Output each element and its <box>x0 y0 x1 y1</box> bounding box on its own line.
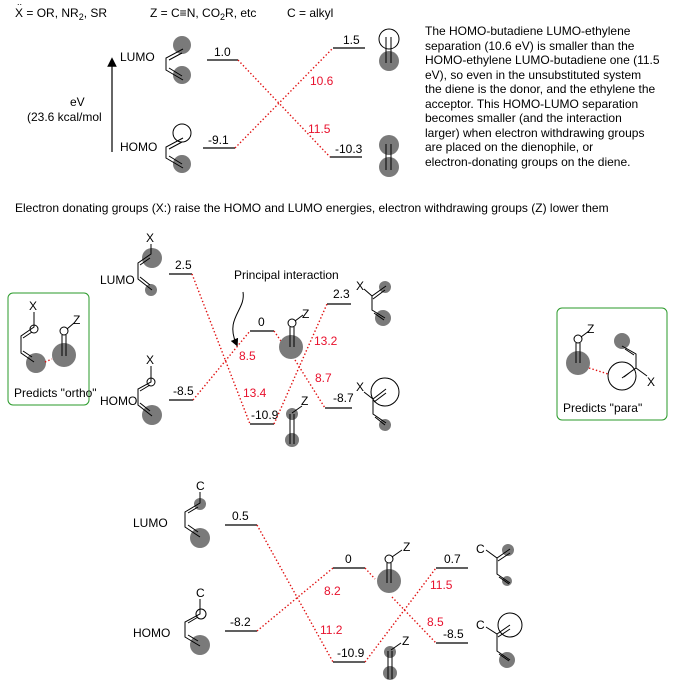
energy-c-diene2-homo: -8.5 <box>443 627 464 641</box>
svg-text:Z: Z <box>301 394 308 408</box>
svg-text:C: C <box>476 618 485 632</box>
svg-text:C: C <box>196 586 205 600</box>
svg-text:Z: Z <box>402 634 409 648</box>
ortho-prediction-label: Predicts "ortho" <box>14 386 97 400</box>
energy-z-alkene-lumo: 0 <box>258 315 265 329</box>
lumo-label: LUMO <box>100 273 135 287</box>
c-diene2-homo-molecule: C <box>476 612 523 668</box>
lumo-label: LUMO <box>120 50 155 64</box>
gap-label: 10.6 <box>310 74 334 88</box>
gap-label: 8.7 <box>315 371 332 385</box>
z-alkene-homo-molecule: Z <box>383 634 409 680</box>
axis-unit: eV <box>70 95 85 109</box>
gap-label: 8.5 <box>239 349 256 363</box>
svg-text:X: X <box>356 279 364 293</box>
svg-text:C: C <box>196 479 205 493</box>
legend-x: X = OR, NR2, SR <box>15 6 107 22</box>
z-alkene-lumo-molecule: Z <box>377 540 410 593</box>
principal-interaction-label: Principal interaction <box>234 268 339 282</box>
x-diene2-homo-molecule: X <box>356 377 400 431</box>
interaction-line <box>256 524 334 663</box>
z-alkene-homo-molecule: Z <box>285 394 308 447</box>
principal-interaction-arrow <box>230 291 244 347</box>
gap-label: 11.5 <box>430 578 453 592</box>
svg-text:X: X <box>146 353 154 367</box>
interaction-line <box>192 330 251 401</box>
c-diene-homo-molecule: C <box>184 586 210 655</box>
ethylene-lumo-molecule <box>378 28 400 71</box>
energy-x-diene-lumo: 2.5 <box>175 258 192 272</box>
interaction-line <box>294 359 326 409</box>
lone-pair-dots: .. <box>17 0 22 7</box>
c-diene-lumo-molecule: C <box>184 479 210 548</box>
interaction-line <box>364 567 437 663</box>
svg-text:Z: Z <box>403 540 410 554</box>
z-alkene-lumo-molecule: Z <box>279 307 309 359</box>
energy-z-alkene-lumo: 0 <box>345 552 352 566</box>
energy-x-diene2-homo: -8.7 <box>333 391 354 405</box>
interaction-line <box>256 567 334 632</box>
energy-z-alkene-homo: -10.9 <box>251 408 279 422</box>
interaction-line <box>273 303 328 425</box>
svg-text:X: X <box>647 375 655 389</box>
x-diene-homo-molecule: X <box>137 353 162 425</box>
svg-text:Z: Z <box>587 322 594 336</box>
energy-c-diene-lumo: 0.5 <box>232 509 249 523</box>
svg-text:X: X <box>29 299 37 313</box>
gap-label: 11.5 <box>308 122 331 136</box>
svg-text:the diene is the donor, and th: the diene is the donor, and the ethylene… <box>425 82 656 96</box>
energy-z-alkene-homo: -10.9 <box>337 646 365 660</box>
homo-label: HOMO <box>120 140 157 154</box>
butadiene-lumo-molecule <box>165 36 191 84</box>
gap-label: 8.5 <box>427 615 444 629</box>
svg-text:electron-donating groups on th: electron-donating groups on the diene. <box>425 155 630 169</box>
butadiene-homo-molecule <box>165 123 192 173</box>
svg-text:eV), so even in the unsubstitu: eV), so even in the unsubstituted system <box>425 68 641 82</box>
gap-label: 8.2 <box>324 584 341 598</box>
homo-label: HOMO <box>133 626 170 640</box>
svg-text:acceptor. This HOMO-LUMO sepa: acceptor. This HOMO-LUMO separation <box>425 97 638 111</box>
c-diene2-lumo-molecule: C <box>476 542 514 586</box>
energy-ethylene-lumo: 1.5 <box>343 33 360 47</box>
energy-c-diene2-lumo: 0.7 <box>444 552 461 566</box>
axis-conversion: (23.6 kcal/mol <box>27 110 102 124</box>
interaction-line <box>273 330 284 345</box>
interaction-line <box>364 567 376 580</box>
x-diene2-lumo-molecule: X <box>356 279 391 326</box>
svg-text:larger) when electron withdraw: larger) when electron withdrawing groups <box>425 126 644 140</box>
legend-z: Z = C≡N, CO2R, etc <box>150 6 256 22</box>
lumo-label: LUMO <box>133 516 168 530</box>
svg-text:Z: Z <box>302 307 309 321</box>
x-diene-lumo-molecule: X <box>137 231 162 296</box>
svg-text:The HOMO-butadiene LUMO-ethyle: The HOMO-butadiene LUMO-ethylene <box>425 24 631 38</box>
gap-label: 13.4 <box>243 386 267 400</box>
svg-text:are placed on the dienophile,: are placed on the dienophile, or <box>425 140 593 154</box>
energy-c-diene-homo: -8.2 <box>230 615 251 629</box>
svg-text:X: X <box>146 231 154 245</box>
explanation-paragraph: The HOMO-butadiene LUMO-ethylene separat… <box>425 24 660 169</box>
gap-label: 13.2 <box>314 334 338 348</box>
homo-label: HOMO <box>100 394 137 408</box>
svg-text:X: X <box>356 380 364 394</box>
para-prediction-box: Z X Predicts "para" <box>556 307 668 421</box>
energy-diene-lumo: 1.0 <box>214 45 231 59</box>
svg-text:HOMO-ethylene LUMO-butadiene o: HOMO-ethylene LUMO-butadiene one (11.5 <box>425 53 660 67</box>
energy-x-diene2-lumo: 2.3 <box>333 287 350 301</box>
energy-diene-homo: -9.1 <box>208 133 229 147</box>
svg-text:C: C <box>476 542 485 556</box>
gap-label: 11.2 <box>320 623 343 637</box>
svg-text:becomes smaller (and the inter: becomes smaller (and the interaction <box>425 111 622 125</box>
svg-text:separation (10.6 eV) is smalle: separation (10.6 eV) is smaller than the <box>425 39 635 53</box>
caption: Electron donating groups (X:) raise the … <box>15 201 609 215</box>
interaction-line <box>237 59 331 158</box>
energy-x-diene-homo: -8.5 <box>173 384 194 398</box>
energy-ethylene-homo: -10.3 <box>335 142 363 156</box>
interaction-line <box>191 273 251 425</box>
svg-text:Z: Z <box>73 313 80 327</box>
para-prediction-label: Predicts "para" <box>563 401 642 415</box>
ortho-prediction-box: X Z Predicts "ortho" <box>7 292 97 406</box>
ethylene-homo-molecule <box>379 135 399 177</box>
legend-c: C = alkyl <box>287 6 333 20</box>
